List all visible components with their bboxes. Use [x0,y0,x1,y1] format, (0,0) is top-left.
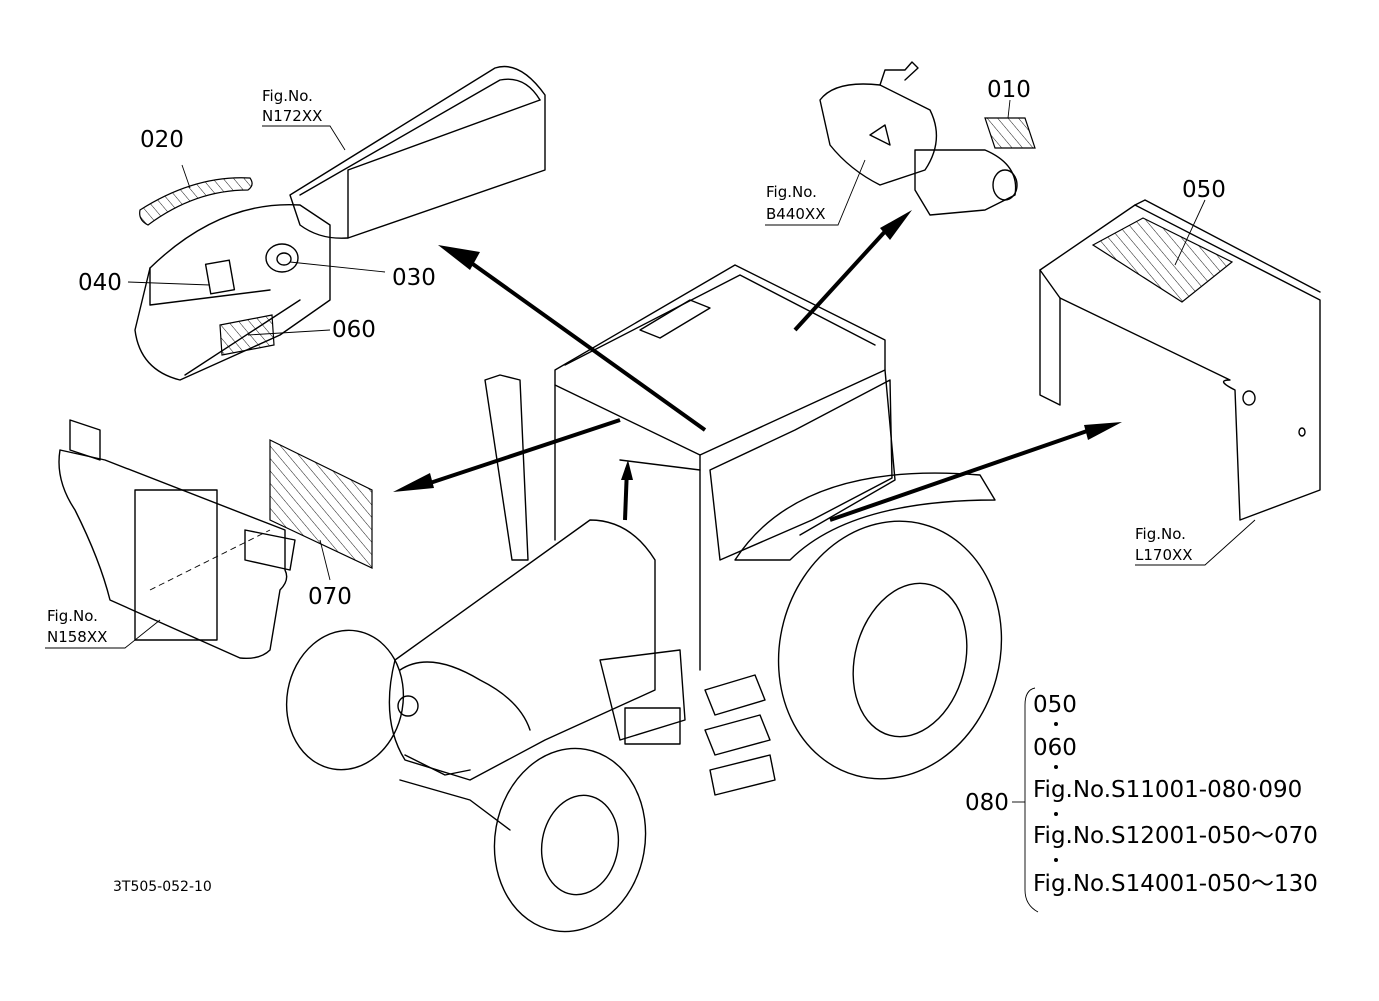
sun-visor-drawing [58,419,373,660]
legend-item-1: 050 [1033,692,1077,718]
leader-lines-console [127,125,386,336]
label-070: 070 [308,584,352,610]
leader-lines-wiper [765,99,1011,226]
label-010: 010 [987,77,1031,103]
legend-item-3: Fig.No.S11001-080·090 [1033,777,1302,803]
legend-080: 080 050 060 Fig.No.S11001-080·090 Fig.No… [965,687,1318,913]
wiper-motor-drawing [819,61,1036,216]
fig-ref-n158-line1: Fig.No. [47,607,98,625]
label-020: 020 [140,127,184,153]
label-060: 060 [332,317,376,343]
legend-item-5: Fig.No.S14001-050～130 [1033,871,1318,897]
pointer-arrows [393,210,1122,522]
drawing-code: 3T505-052-10 [113,879,212,895]
label-030: 030 [392,265,436,291]
leader-lines-rear-panel [1135,199,1256,566]
fig-ref-l170-line1: Fig.No. [1135,525,1186,543]
label-050: 050 [1182,177,1226,203]
leader-lines-visor [45,539,331,649]
fig-ref-n158-line2: N158XX [47,628,107,646]
legend-label: 080 [965,790,1009,816]
fig-ref-b440-line2: B440XX [766,205,825,223]
fig-ref-b440-line1: Fig.No. [766,183,817,201]
fig-ref-l170-line2: L170XX [1135,546,1193,564]
fig-ref-n172-line1: Fig.No. [262,87,313,105]
tractor-drawing [285,264,1003,933]
legend-item-4: Fig.No.S12001-050～070 [1033,823,1318,849]
legend-item-2: 060 [1033,735,1077,761]
label-040: 040 [78,270,122,296]
rear-panel-drawing [1039,199,1321,521]
armrest-console-drawing [134,65,546,381]
fig-ref-n172-line2: N172XX [262,107,322,125]
